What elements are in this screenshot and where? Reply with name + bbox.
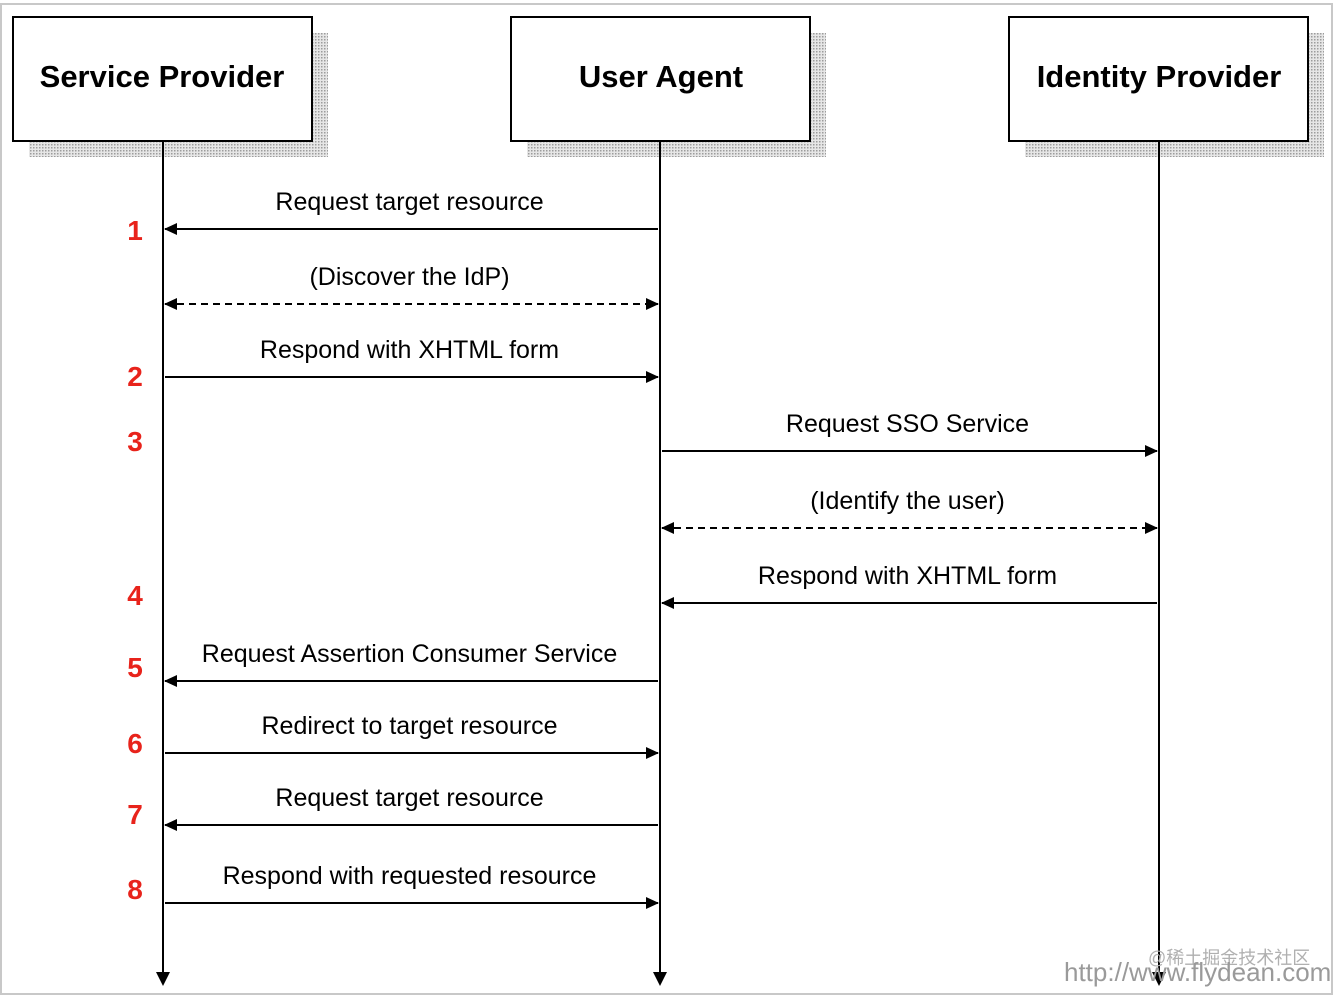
- watermark-community: @稀土掘金技术社区: [1148, 948, 1310, 968]
- message-2: (Discover the IdP): [164, 263, 659, 310]
- diagram-border: [0, 3, 1333, 995]
- step-number: 5: [127, 652, 143, 683]
- lifelines: [156, 141, 1166, 986]
- message-label: Request target resource: [275, 784, 543, 812]
- step-number: 2: [127, 361, 143, 392]
- step-number: 4: [127, 580, 143, 611]
- actor-box: [12, 16, 313, 142]
- step-number: 3: [127, 426, 143, 457]
- actor-box: [1008, 16, 1309, 142]
- message-7: Request Assertion Consumer Service 5: [127, 640, 658, 687]
- message-arrowhead: [661, 522, 674, 534]
- message-10: Respond with requested resource 8: [127, 862, 659, 909]
- step-number: 1: [127, 215, 143, 246]
- message-arrowhead: [661, 597, 674, 609]
- message-8: Redirect to target resource 6: [127, 712, 659, 759]
- step-number: 8: [127, 874, 143, 905]
- actor-label-service-provider: Service Provider: [40, 59, 285, 94]
- message-label: Request target resource: [275, 188, 543, 216]
- actor-label-identity-provider: Identity Provider: [1037, 59, 1282, 94]
- message-arrowhead: [646, 897, 659, 909]
- message-label: Respond with XHTML form: [758, 562, 1057, 590]
- message-arrowhead: [1145, 445, 1158, 457]
- lifeline-end-arrow: [653, 972, 667, 986]
- message-label: (Discover the IdP): [309, 263, 509, 291]
- message-arrowhead: [646, 371, 659, 383]
- message-arrowhead: [1145, 522, 1158, 534]
- message-arrowhead: [164, 819, 177, 831]
- message-6: Respond with XHTML form 4: [127, 562, 1157, 611]
- message-arrowhead: [164, 223, 177, 235]
- step-number: 6: [127, 728, 143, 759]
- message-label: Respond with requested resource: [223, 862, 597, 890]
- message-arrowhead: [646, 747, 659, 759]
- message-label: Request Assertion Consumer Service: [202, 640, 617, 668]
- message-arrowhead: [646, 298, 659, 310]
- message-arrowhead: [164, 675, 177, 687]
- actor-label-user-agent: User Agent: [579, 59, 743, 94]
- message-label: Redirect to target resource: [262, 712, 558, 740]
- message-arrowhead: [164, 298, 177, 310]
- messages: Request target resource 1 (Discover the Id…: [127, 188, 1158, 909]
- watermark-url: http://www.flydean.com: [1064, 957, 1331, 987]
- message-4: Request SSO Service 3: [127, 410, 1158, 457]
- message-3: Respond with XHTML form 2: [127, 336, 659, 392]
- message-label: Request SSO Service: [786, 410, 1029, 438]
- message-label: (Identify the user): [810, 487, 1005, 515]
- lifeline-end-arrow: [1152, 972, 1166, 986]
- message-9: Request target resource 7: [127, 784, 658, 831]
- message-label: Respond with XHTML form: [260, 336, 559, 364]
- actor-user-agent: User Agent: [510, 16, 826, 157]
- lifeline-end-arrow: [156, 972, 170, 986]
- message-5: (Identify the user): [661, 487, 1158, 534]
- step-number: 7: [127, 799, 143, 830]
- actor-service-provider: Service Provider: [12, 16, 328, 157]
- actor-box: [510, 16, 811, 142]
- actor-identity-provider: Identity Provider: [1008, 16, 1324, 157]
- message-1: Request target resource 1: [127, 188, 658, 246]
